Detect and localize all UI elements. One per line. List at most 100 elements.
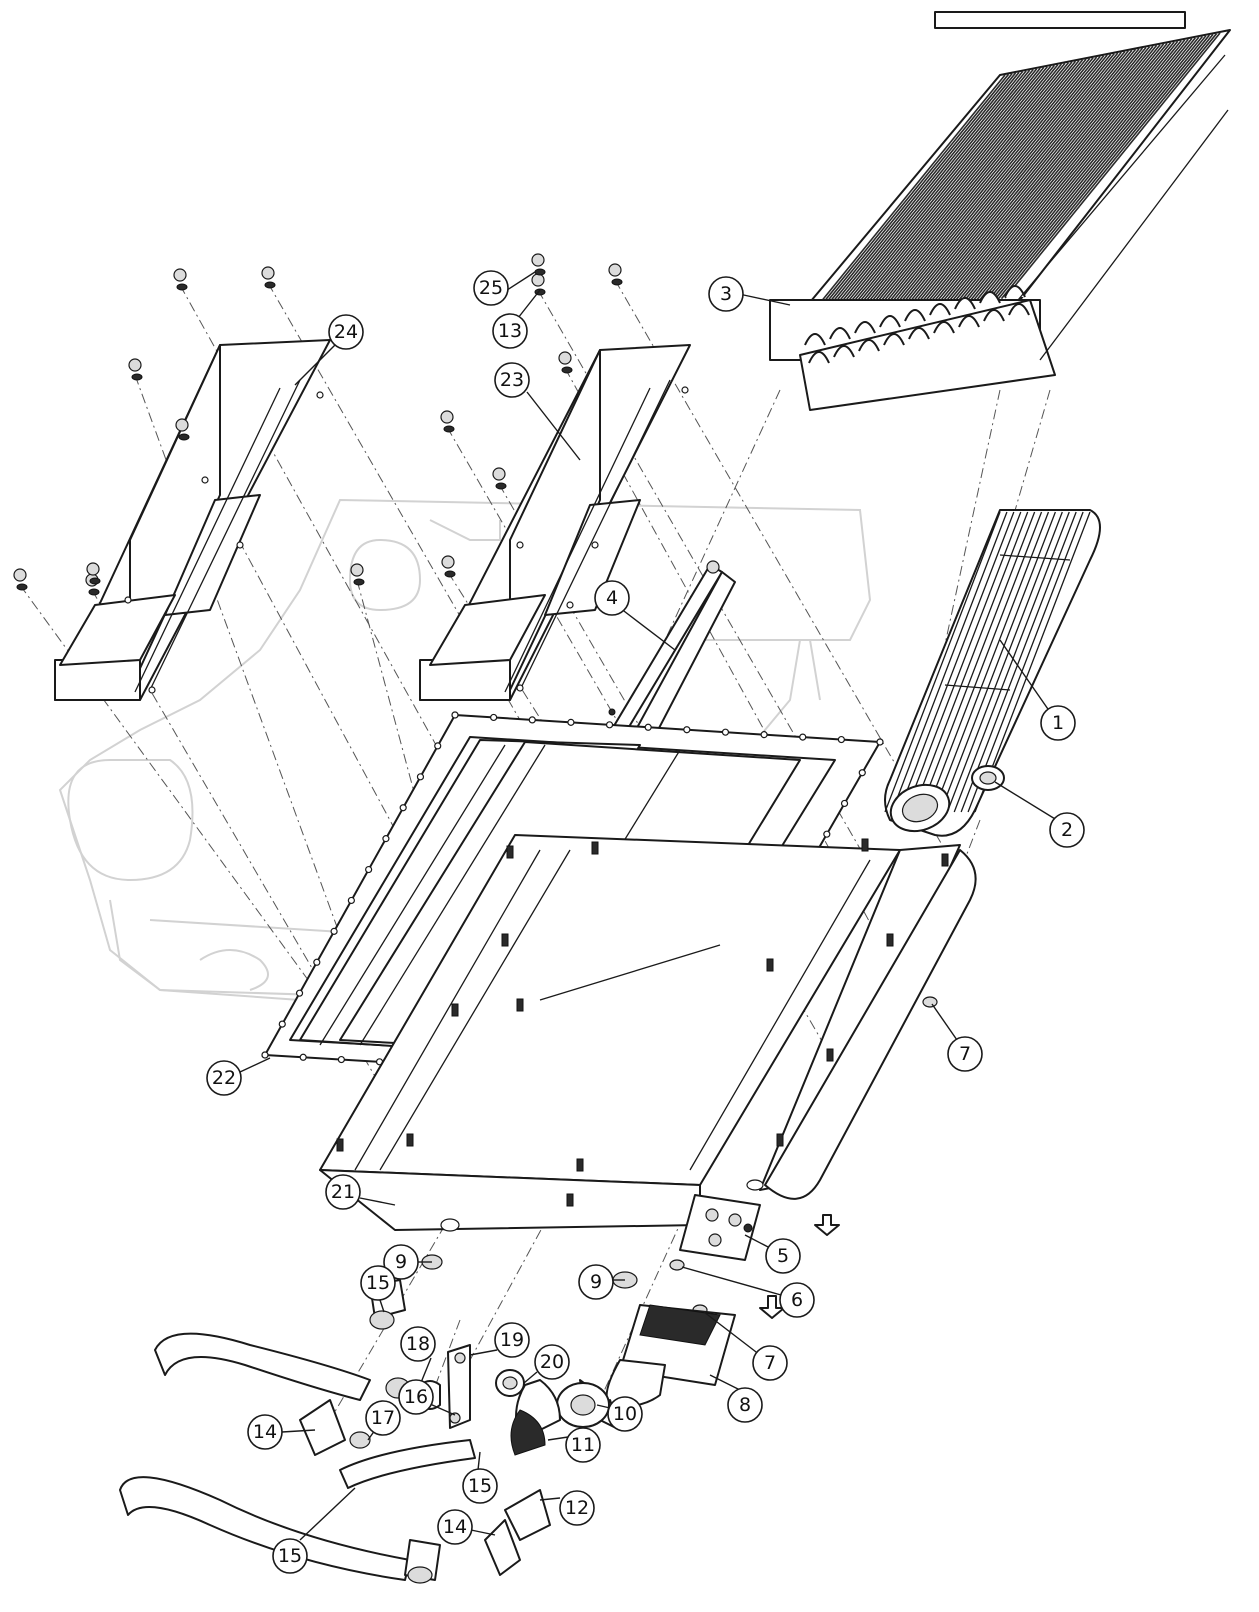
svg-text:15: 15 [468, 1475, 492, 1497]
callout-11[interactable]: 11 [565, 1427, 601, 1463]
coil-fin [958, 41, 1175, 308]
coil-fin [902, 52, 1119, 319]
support-channel-right [419, 344, 691, 701]
blower-blade [891, 511, 1008, 813]
gasket-hole [451, 711, 459, 719]
coil-bend [929, 303, 951, 316]
callout-13[interactable]: 13 [492, 313, 528, 349]
coil-bend [908, 327, 930, 340]
coil-fin [835, 65, 1052, 332]
support-channel-left [54, 339, 331, 701]
gasket-hole [528, 716, 536, 724]
gasket-hole [299, 1053, 307, 1061]
pan-stud [826, 1048, 834, 1062]
svg-text:6: 6 [791, 1289, 803, 1311]
coil-fin [873, 57, 1091, 324]
coil-bend [883, 333, 905, 346]
coil-fin [923, 48, 1140, 315]
coil-fin [845, 63, 1063, 330]
gasket-hole [799, 733, 807, 741]
gasket-hole [295, 989, 304, 997]
coil-fin [856, 61, 1073, 328]
blower-blade [953, 511, 1070, 813]
gasket-hole [261, 1051, 269, 1059]
callout-21[interactable]: 21 [325, 1174, 361, 1210]
callout-12[interactable]: 12 [559, 1490, 595, 1526]
coil-fin [926, 47, 1144, 314]
bolt-and-washer [558, 351, 573, 374]
pan-stud [776, 1133, 784, 1147]
coil-fin [838, 64, 1055, 331]
coil-fin [919, 49, 1137, 316]
callout-23[interactable]: 23 [494, 362, 530, 398]
coil-fin [944, 44, 1161, 311]
coil-fin [916, 49, 1133, 316]
callout-17[interactable]: 17 [365, 1400, 401, 1436]
svg-text:23: 23 [500, 369, 524, 391]
callout-10[interactable]: 10 [607, 1396, 643, 1432]
coil-fin [1000, 33, 1218, 300]
callout-7-lower[interactable]: 7 [752, 1345, 788, 1381]
coil-fin [909, 51, 1126, 318]
callout-18[interactable]: 18 [400, 1326, 436, 1362]
callout-20[interactable]: 20 [534, 1344, 570, 1380]
callout-15-middle[interactable]: 15 [462, 1468, 498, 1504]
svg-text:10: 10 [613, 1403, 637, 1425]
bolt-and-washer [85, 573, 100, 596]
coil-fin [888, 55, 1105, 322]
callout-25[interactable]: 25 [473, 270, 509, 306]
callout-14-upper[interactable]: 14 [247, 1414, 283, 1450]
pan-stud [766, 958, 774, 972]
pan-stud [501, 933, 509, 947]
pan-stud [451, 1003, 459, 1017]
blower-blade [967, 511, 1084, 813]
callout-15-top[interactable]: 15 [360, 1265, 396, 1301]
coil-bend [958, 315, 980, 328]
coil-bend [808, 351, 830, 364]
callout-9-right[interactable]: 9 [578, 1264, 614, 1300]
callout-6[interactable]: 6 [779, 1282, 815, 1318]
callout-7-upper[interactable]: 7 [947, 1036, 983, 1072]
callout-3[interactable]: 3 [708, 276, 744, 312]
svg-text:4: 4 [606, 587, 618, 609]
coil-fin [1004, 32, 1221, 299]
gasket-hole [644, 723, 652, 731]
callout-15-bottom[interactable]: 15 [272, 1538, 308, 1574]
pan-stud [861, 838, 869, 852]
bolt-and-washer [261, 266, 276, 289]
pan-stud [591, 841, 599, 855]
callout-2[interactable]: 2 [1049, 812, 1085, 848]
gasket-hole [416, 773, 425, 781]
pan-stud [506, 845, 514, 859]
callout-1[interactable]: 1 [1040, 705, 1076, 741]
callout-16[interactable]: 16 [398, 1379, 434, 1415]
coil-fin [792, 73, 1010, 340]
gasket-hole [823, 830, 831, 838]
svg-text:17: 17 [371, 1407, 395, 1429]
coil-bend [1008, 303, 1030, 316]
pan-stud [886, 933, 894, 947]
gasket-hole [837, 735, 845, 744]
svg-text:9: 9 [590, 1271, 602, 1293]
hoses [119, 1332, 476, 1581]
callout-22[interactable]: 22 [206, 1060, 242, 1096]
callout-9-left[interactable]: 9 [383, 1244, 419, 1280]
coil-fin [807, 71, 1024, 338]
coil-fin [863, 60, 1080, 327]
coil-bend [829, 327, 851, 340]
gasket-hole [330, 927, 338, 935]
bolt-and-washer [128, 358, 143, 381]
callout-8[interactable]: 8 [727, 1387, 763, 1423]
callout-14-lower[interactable]: 14 [437, 1509, 473, 1545]
callout-19[interactable]: 19 [494, 1322, 530, 1358]
coil-fin [866, 59, 1084, 326]
coil-fin [828, 66, 1045, 333]
svg-text:5: 5 [777, 1245, 789, 1267]
callout-5[interactable]: 5 [765, 1238, 801, 1274]
coil-fin [983, 36, 1200, 303]
callout-24[interactable]: 24 [328, 314, 364, 350]
gasket-hole [605, 721, 614, 729]
svg-text:22: 22 [212, 1067, 236, 1089]
blower-blade [974, 511, 1091, 813]
callout-4[interactable]: 4 [594, 580, 630, 616]
